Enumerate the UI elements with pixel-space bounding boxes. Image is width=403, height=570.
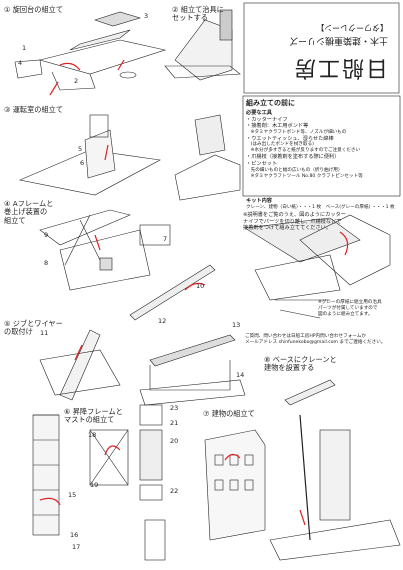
step-8-label: ⑧ ベースにクレーンと 建物を設置する [264, 355, 337, 373]
part-number: 13 [232, 321, 241, 329]
part-number: 7 [163, 235, 168, 243]
part-number: 12 [158, 317, 167, 325]
part-number: 19 [90, 481, 99, 489]
part-number: 9 [44, 231, 49, 239]
part-number: 16 [70, 531, 79, 539]
requirements-panel: 組み立ての前に 必要な工具 ・カッターナイフ ・接着剤：木工用ボンド等 ※タミヤ… [246, 98, 398, 180]
step-3-label: ③ 運転室の組立て [4, 105, 64, 114]
tool-item: ・ウエットティッシュ、湿らせた綿棒 [246, 135, 334, 142]
part-number: 3 [144, 12, 149, 20]
part-number: 8 [44, 259, 49, 267]
tool-item: (はみ出したボンドを拭き取る) [246, 142, 314, 148]
step-4-label: ④ Aフレームと 巻上げ装置の 組立て [4, 199, 54, 225]
part-number: 1 [22, 44, 27, 52]
kit-heading: キット内容 [246, 198, 272, 204]
tool-item: ※タミヤクラフトボンド等、ノズルが細いもの [246, 129, 347, 135]
step-7-label: ⑦ 建物の組立て [203, 409, 255, 418]
title-block: 日船工房 土木・建築重機シリーズ 【タワークレーン】 [246, 6, 396, 90]
step-2-label: ② 組立て治具に セットする [172, 5, 224, 23]
tool-item: ・カッターナイフ [246, 116, 288, 123]
kit-content: クレーン、建物（白い紙）・・・1 枚 ベース(グレーの厚紙) ・・・1 枚 [246, 205, 395, 210]
tool-item: 先の細いものと幅の広いもの（折り曲げ用） [246, 167, 343, 173]
series-title: 土木・建築重機シリーズ [289, 35, 388, 45]
step-5-label: ⑤ ジブとワイヤー の取付け [4, 319, 63, 337]
part-number: 22 [170, 487, 179, 495]
tool-item: ※タミヤクラフトツール No.80 クラフトピンセット等 [246, 173, 363, 179]
part-number: 6 [80, 159, 85, 167]
part-number: 14 [236, 371, 245, 379]
step-6-label: ⑥ 昇降フレームと マストの組立て [64, 407, 123, 425]
base-jig-note: ※グレーの厚紙に組立用の治具 パーツが付属していますので 図のように組み立てます… [318, 300, 382, 317]
part-number: 21 [170, 419, 179, 427]
part-number: 18 [88, 431, 97, 439]
part-number: 11 [40, 329, 49, 337]
contact-note: ご質問、問い合わせは日船工房HP内問い合わせフォームか メールアドレス shin… [245, 334, 386, 345]
requirements-heading: 組み立ての前に [246, 99, 295, 107]
tool-item: ・ピンセット [246, 160, 278, 167]
manual-note: ※説明書をご覧のうえ、図のようにカッター ナイフでパーツを切り離し、爪楊枝などで… [243, 212, 346, 232]
part-number: 5 [78, 145, 83, 153]
part-number: 23 [170, 404, 179, 412]
tool-item: ・接着剤：木工用ボンド等 [246, 123, 309, 130]
tool-item: ・爪楊枝（接着剤を塗布する際に便利） [246, 154, 340, 161]
part-number: 15 [68, 491, 77, 499]
part-number: 20 [170, 437, 179, 445]
product-title: 【タワークレーン】 [316, 23, 388, 32]
tool-item: ※水分が多すぎると紙が反りますのでご注意ください [246, 148, 361, 154]
part-number: 17 [72, 543, 81, 551]
tools-heading: 必要な工具 [246, 110, 272, 116]
part-number: 2 [74, 77, 79, 85]
part-number: 10 [196, 282, 205, 290]
brand-title: 日船工房 [291, 55, 388, 80]
step-1-label: ① 旋回台の組立て [4, 5, 64, 14]
part-number: 4 [18, 59, 23, 67]
